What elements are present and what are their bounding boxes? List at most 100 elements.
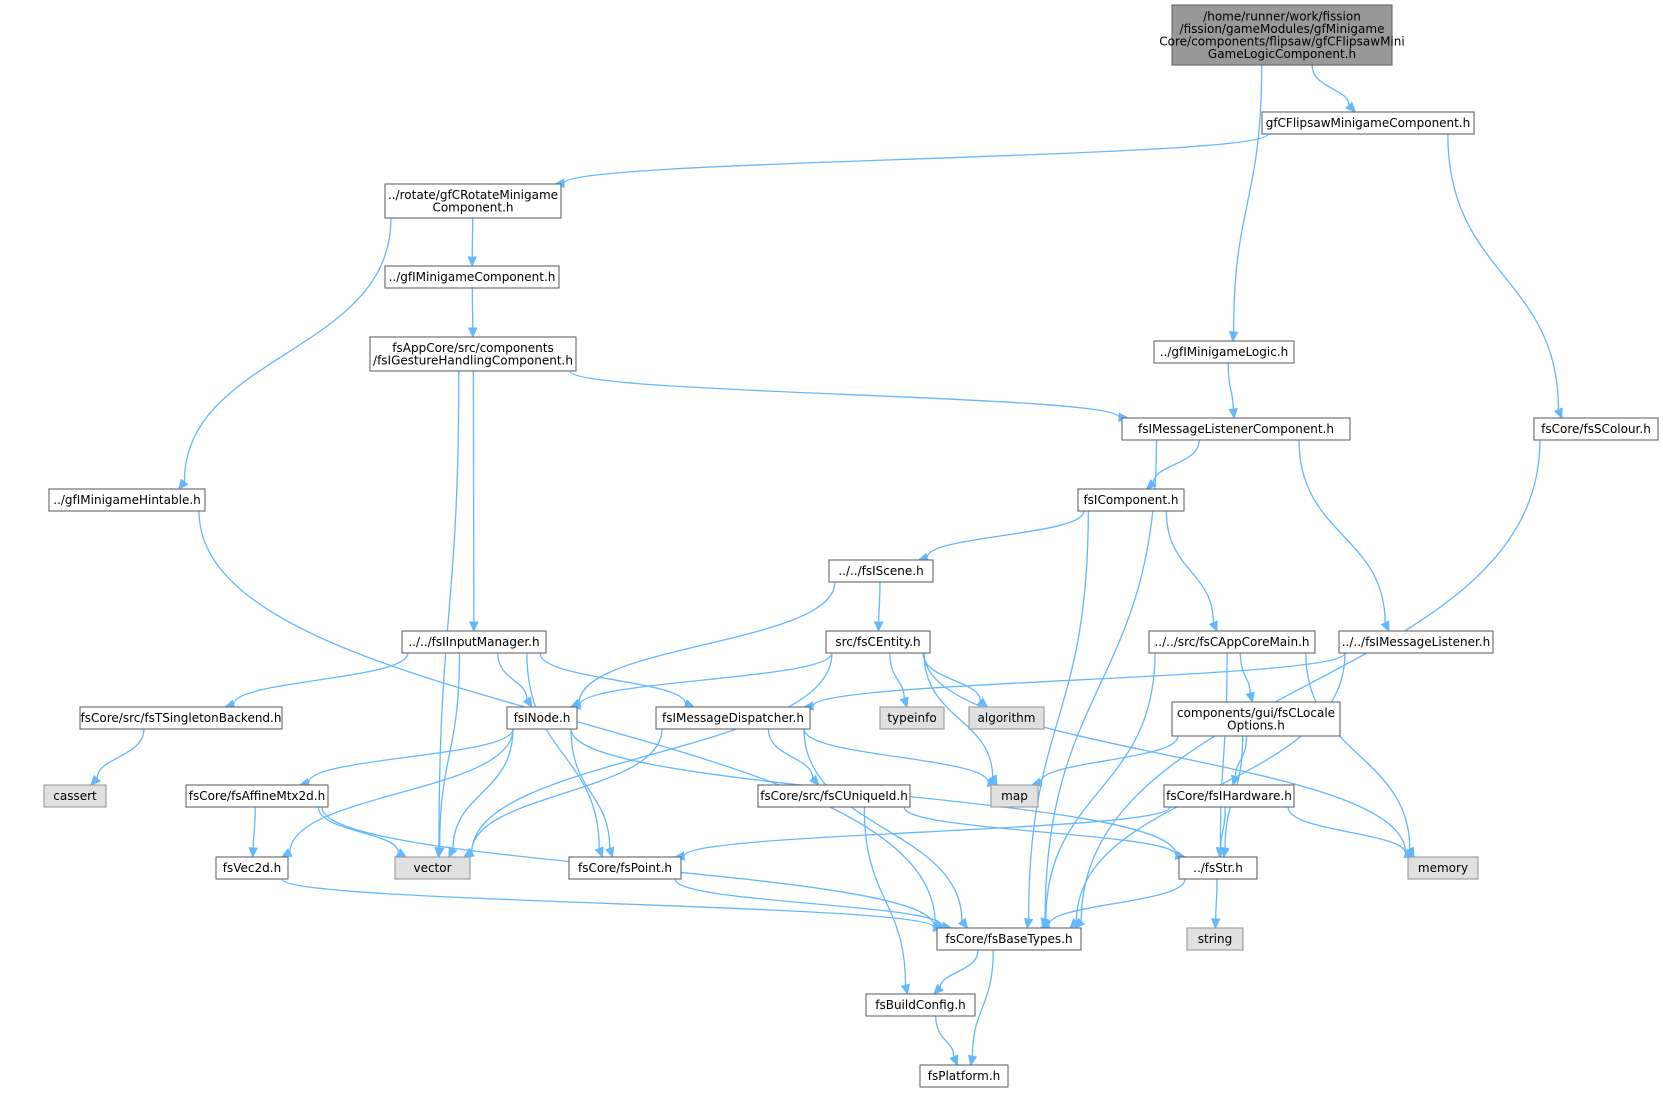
edge-point-to-base-types	[674, 878, 953, 932]
node-gf-iminigame-logic[interactable]: ../gfIMinigameLogic.h	[1153, 340, 1295, 364]
node-box	[1407, 856, 1479, 880]
node-base-types[interactable]: fsCore/fsBaseTypes.h	[936, 927, 1082, 951]
node-msg-listener-comp[interactable]: fsIMessageListenerComponent.h	[1121, 417, 1351, 441]
node-box	[1178, 856, 1258, 880]
dependency-nodes: /home/runner/work/fission/fission/gameMo…	[43, 4, 1659, 1088]
node-box	[1077, 488, 1185, 512]
edge-gesture-to-vector	[434, 370, 460, 859]
node-affine[interactable]: fsCore/fsAffineMtx2d.h	[185, 784, 329, 808]
node-box	[968, 706, 1045, 730]
node-fs-scolour[interactable]: fsCore/fsSColour.h	[1533, 417, 1659, 441]
node-flipsaw[interactable]: gfCFlipsawMinigameComponent.h	[1261, 111, 1475, 135]
node-label: fsCore/fsBaseTypes.h	[945, 932, 1072, 946]
node-box	[879, 706, 945, 730]
node-unique-id[interactable]: fsCore/src/fsCUniqueId.h	[757, 784, 911, 808]
node-msg-listener[interactable]: ../../fsIMessageListener.h	[1338, 630, 1494, 654]
node-box	[369, 336, 577, 372]
node-label: Options.h	[1227, 718, 1285, 732]
node-label: ../../fsIInputManager.h	[408, 635, 539, 649]
node-build-config[interactable]: fsBuildConfig.h	[865, 993, 976, 1017]
node-hardware[interactable]: fsCore/fsIHardware.h	[1163, 784, 1295, 808]
node-box	[1186, 927, 1244, 951]
node-label: fsCore/src/fsCUniqueId.h	[760, 789, 908, 803]
edge-gf-iminigame-logic-to-msg-listener-comp	[1227, 362, 1238, 420]
node-box	[1121, 417, 1351, 441]
edge-fs-icomponent-to-fs-iscene	[917, 510, 1085, 562]
node-box	[568, 856, 682, 880]
node-fs-icomponent[interactable]: fsIComponent.h	[1077, 488, 1185, 512]
node-label: fsCore/fsAffineMtx2d.h	[189, 789, 325, 803]
node-label: memory	[1418, 861, 1468, 875]
edge-fs-centity-to-algorithm	[922, 652, 989, 708]
node-label: fsBuildConfig.h	[875, 998, 966, 1012]
edge-msg-dispatcher-to-unique-id	[767, 728, 820, 786]
node-label: components/gui/fsCLocale	[1177, 706, 1335, 720]
edge-input-manager-to-fs-inode	[497, 652, 533, 709]
node-label: ../gfIMinigameHintable.h	[53, 493, 201, 507]
edge-msg-listener-comp-to-msg-listener	[1298, 439, 1390, 633]
edge-fs-inode-to-point	[570, 728, 615, 859]
node-vec2d[interactable]: fsVec2d.h	[215, 856, 289, 880]
node-label: gfCFlipsawMinigameComponent.h	[1266, 116, 1471, 130]
node-label: fsCore/src/fsTSingletonBackend.h	[81, 711, 282, 725]
edge-vec2d-to-base-types	[281, 878, 945, 933]
edge-gesture-to-msg-listener-comp	[569, 370, 1130, 422]
edge-fs-centity-to-typeinfo	[889, 652, 909, 709]
edge-fs-str-to-base-types	[1039, 878, 1186, 930]
node-singleton[interactable]: fsCore/src/fsTSingletonBackend.h	[79, 706, 283, 730]
node-box	[1533, 417, 1659, 441]
edge-msg-dispatcher-to-vector	[462, 728, 663, 858]
edge-fs-str-to-string	[1210, 878, 1221, 930]
edge-base-types-to-platform	[967, 949, 994, 1067]
node-fs-centity[interactable]: src/fsCEntity.h	[825, 630, 931, 654]
node-box	[48, 488, 206, 512]
node-label: algorithm	[978, 711, 1036, 725]
node-box	[185, 784, 329, 808]
node-label: fsCore/fsIHardware.h	[1166, 789, 1292, 803]
node-label: fsIMessageDispatcher.h	[662, 711, 804, 725]
edge-fs-inode-to-affine	[298, 728, 514, 788]
node-label: fsCore/fsSColour.h	[1541, 422, 1651, 436]
dependency-edges	[90, 64, 1563, 1067]
node-hintable[interactable]: ../gfIMinigameHintable.h	[48, 488, 206, 512]
node-gesture[interactable]: fsAppCore/src/components/fsIGestureHandl…	[369, 336, 577, 372]
node-box	[394, 856, 471, 880]
node-label: ../../src/fsCAppCoreMain.h	[1154, 635, 1309, 649]
edge-rotate-to-hintable	[178, 217, 392, 490]
node-platform[interactable]: fsPlatform.h	[919, 1064, 1009, 1088]
node-msg-dispatcher[interactable]: fsIMessageDispatcher.h	[655, 706, 811, 730]
node-input-manager[interactable]: ../../fsIInputManager.h	[401, 630, 547, 654]
edge-flipsaw-to-fs-scolour	[1447, 133, 1563, 420]
node-fs-iscene[interactable]: ../../fsIScene.h	[828, 559, 934, 583]
node-fs-str[interactable]: ../fsStr.h	[1178, 856, 1258, 880]
node-label: /home/runner/work/fission	[1203, 9, 1361, 23]
node-label: fsVec2d.h	[223, 861, 281, 875]
node-box	[401, 630, 547, 654]
node-box	[655, 706, 811, 730]
node-label: fsINode.h	[514, 711, 571, 725]
node-box	[825, 630, 931, 654]
node-box	[43, 784, 107, 808]
node-label: fsIMessageListenerComponent.h	[1138, 422, 1334, 436]
node-root[interactable]: /home/runner/work/fission/fission/gameMo…	[1159, 4, 1405, 66]
node-label: ../../fsIMessageListener.h	[1342, 635, 1491, 649]
node-box	[506, 706, 578, 730]
node-box	[384, 183, 562, 219]
node-label: fsAppCore/src/components	[392, 341, 553, 355]
edge-input-manager-to-msg-dispatcher	[539, 652, 696, 709]
node-label: GameLogicComponent.h	[1208, 47, 1356, 61]
node-cassert: cassert	[43, 784, 107, 808]
node-app-core-main[interactable]: ../../src/fsCAppCoreMain.h	[1148, 630, 1316, 654]
edge-gesture-to-input-manager	[469, 370, 479, 633]
node-box	[1153, 340, 1295, 364]
node-point[interactable]: fsCore/fsPoint.h	[568, 856, 682, 880]
node-gf-iminigame-component[interactable]: ../gfIMinigameComponent.h	[384, 265, 560, 289]
edge-affine-to-vec2d	[248, 806, 258, 859]
node-fs-inode[interactable]: fsINode.h	[506, 706, 578, 730]
edge-msg-dispatcher-to-map	[803, 728, 999, 787]
edge-input-manager-to-point	[526, 652, 604, 859]
node-label: ../../fsIScene.h	[838, 564, 923, 578]
